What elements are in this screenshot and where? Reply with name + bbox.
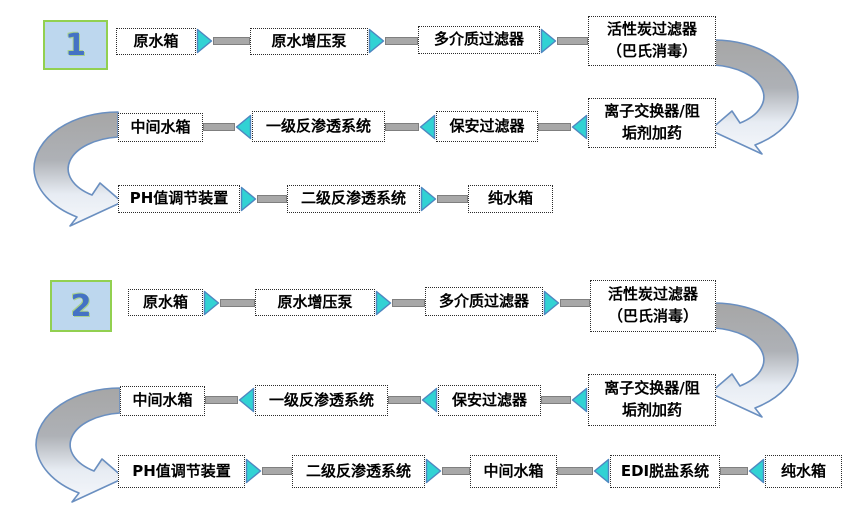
connector xyxy=(203,114,252,140)
node-intermediate-tank-f1: 中间水箱 xyxy=(118,113,203,142)
node-pure-water-tank-f1: 纯水箱 xyxy=(468,185,553,213)
arrow-left-icon xyxy=(748,458,765,484)
connector xyxy=(420,186,468,212)
arrow-left-icon xyxy=(421,387,438,413)
connector xyxy=(203,290,255,316)
node-edi-system-f2: EDI脱盐系统 xyxy=(610,455,720,488)
node-security-filter-f2: 保安过滤器 xyxy=(438,385,541,416)
node-carbon-filter-f1: 活性炭过滤器 （巴氏消毒） xyxy=(588,16,716,66)
node-ph-adjustment-f2: PH值调节装置 xyxy=(118,455,245,488)
node-ion-exchanger-f2: 离子交换器/阻 垢剂加药 xyxy=(588,374,716,426)
connector xyxy=(245,458,292,484)
node-multimedia-filter-f1: 多介质过滤器 xyxy=(418,26,540,54)
arrow-right-icon xyxy=(543,290,560,316)
arrow-left-icon xyxy=(593,458,610,484)
arrow-right-icon xyxy=(540,28,557,54)
arrow-right-icon xyxy=(196,28,213,54)
node-booster-pump-f2: 原水增压泵 xyxy=(255,289,375,316)
node-carbon-filter-f2: 活性炭过滤器 （巴氏消毒） xyxy=(590,280,716,332)
connector xyxy=(720,458,765,484)
flow2-number-badge: 2 xyxy=(50,280,112,332)
arrow-left-icon xyxy=(571,114,588,140)
node-ro-stage2-f1: 二级反渗透系统 xyxy=(287,185,420,213)
curved-arrow-down-left-icon xyxy=(709,39,799,155)
connector xyxy=(196,28,250,54)
arrow-left-icon xyxy=(419,114,436,140)
arrow-right-icon xyxy=(425,458,442,484)
node-raw-water-tank-f1: 原水箱 xyxy=(116,28,196,55)
connector xyxy=(541,387,588,413)
arrow-left-icon xyxy=(235,114,252,140)
node-multimedia-filter-f2: 多介质过滤器 xyxy=(425,287,543,316)
node-booster-pump-f1: 原水增压泵 xyxy=(250,28,368,55)
connector xyxy=(388,387,438,413)
node-ph-adjustment-f1: PH值调节装置 xyxy=(118,185,240,213)
node-intermediate-tank2-f2: 中间水箱 xyxy=(470,455,557,488)
arrow-right-icon xyxy=(368,28,385,54)
connector xyxy=(240,186,287,212)
arrow-right-icon xyxy=(420,186,437,212)
connector xyxy=(375,290,425,316)
node-pure-water-tank-f2: 纯水箱 xyxy=(765,455,842,488)
connector xyxy=(543,290,590,316)
arrow-left-icon xyxy=(571,387,588,413)
flow1-number-badge: 1 xyxy=(43,20,108,70)
arrow-right-icon xyxy=(245,458,262,484)
arrow-right-icon xyxy=(240,186,257,212)
connector xyxy=(385,114,436,140)
node-ion-exchanger-f1: 离子交换器/阻 垢剂加药 xyxy=(588,98,716,148)
connector xyxy=(540,28,588,54)
arrow-right-icon xyxy=(203,290,220,316)
connector xyxy=(538,114,588,140)
connector xyxy=(425,458,470,484)
curved-arrow-down-right-icon xyxy=(33,111,123,227)
arrow-right-icon xyxy=(375,290,392,316)
connector xyxy=(557,458,610,484)
curved-arrow-down-right-icon xyxy=(35,387,125,503)
node-security-filter-f1: 保安过滤器 xyxy=(436,111,538,142)
node-ro-stage2-f2: 二级反渗透系统 xyxy=(292,455,425,488)
node-intermediate-tank-f2: 中间水箱 xyxy=(120,386,205,416)
node-ro-stage1-f2: 一级反渗透系统 xyxy=(255,385,388,416)
connector xyxy=(205,387,255,413)
arrow-left-icon xyxy=(238,387,255,413)
connector xyxy=(368,28,418,54)
curved-arrow-down-left-icon xyxy=(709,302,799,418)
node-ro-stage1-f1: 一级反渗透系统 xyxy=(252,111,385,142)
node-raw-water-tank-f2: 原水箱 xyxy=(128,289,203,316)
